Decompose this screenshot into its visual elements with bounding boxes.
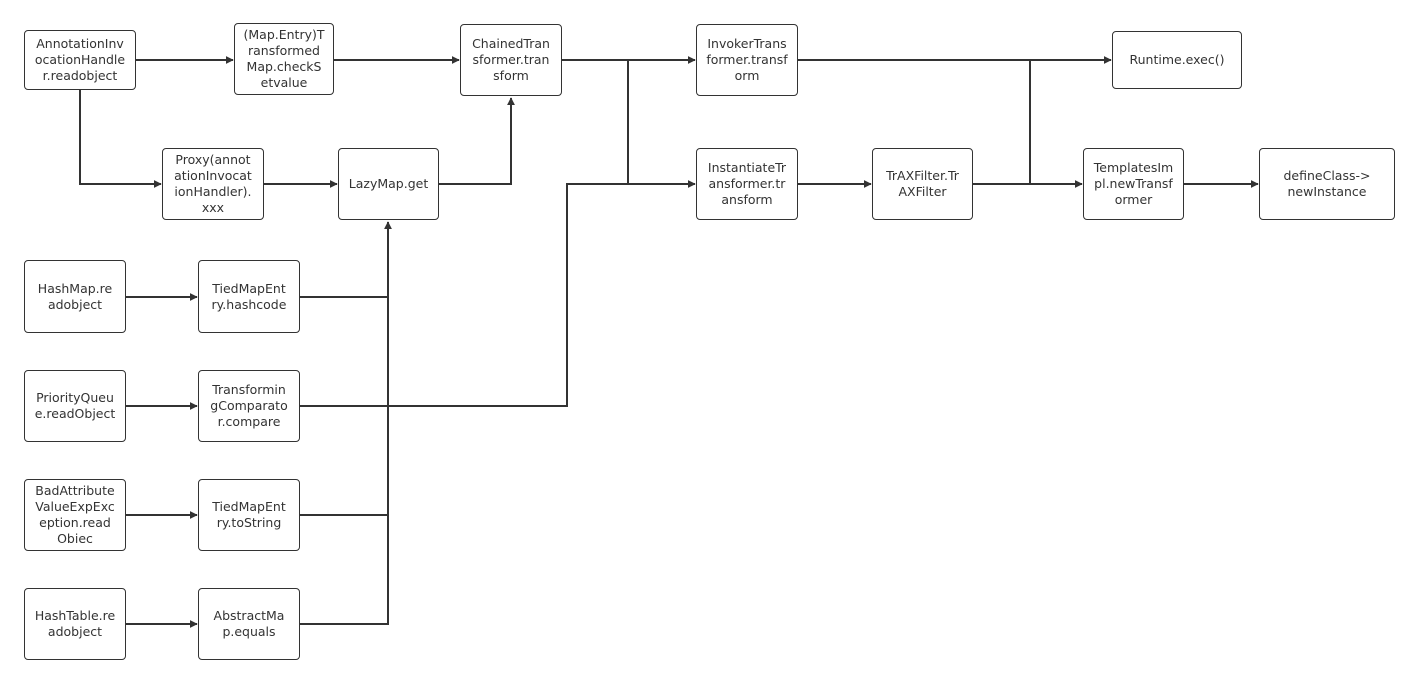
- node-transformed-map-checksetvalue: (Map.Entry)T ransformed Map.checkS etval…: [234, 23, 334, 95]
- node-label: (Map.Entry)T ransformed Map.checkS etval…: [243, 27, 325, 90]
- node-label: HashMap.re adobject: [37, 280, 113, 312]
- edge-lazymap-to-chained: [439, 97, 515, 185]
- node-lazymap-get: LazyMap.get: [338, 148, 439, 220]
- node-defineclass-newinstance: defineClass-> newInstance: [1259, 148, 1395, 220]
- node-chained-transformer: ChainedTran sformer.tran sform: [460, 24, 562, 96]
- node-label: TrAXFilter.Tr AXFilter: [886, 168, 959, 199]
- node-proxy-annotation-handler: Proxy(annot ationInvocat ionHandler). xx…: [162, 148, 264, 220]
- node-invoker-transformer: InvokerTrans former.transf orm: [696, 24, 798, 96]
- node-label: AbstractMa p.equals: [213, 608, 285, 639]
- edge-chained-to-instantiate: [627, 60, 696, 188]
- node-label: BadAttribute ValueExpExc eption.read Obi…: [35, 483, 115, 546]
- edge-comparator-to-instantiate: [300, 183, 628, 407]
- node-label: defineClass-> newInstance: [1283, 168, 1371, 199]
- node-label: AnnotationInv ocationHandle r.readobject: [34, 36, 126, 83]
- node-label: LazyMap.get: [348, 176, 429, 191]
- node-label: HashTable.re adobject: [34, 608, 116, 639]
- node-annotation-invocation-handler: AnnotationInv ocationHandle r.readobject: [24, 30, 136, 90]
- node-tiedmapentry-hashcode: TiedMapEnt ry.hashcode: [198, 260, 300, 333]
- node-abstractmap-equals: AbstractMa p.equals: [198, 588, 300, 660]
- node-label: PriorityQueu e.readObject: [34, 390, 116, 421]
- node-label: TemplatesIm pl.newTransf ormer: [1093, 160, 1174, 207]
- node-hashmap-readobject: HashMap.re adobject: [24, 260, 126, 333]
- node-runtime-exec: Runtime.exec(): [1112, 31, 1242, 89]
- node-tiedmapentry-tostring: TiedMapEnt ry.toString: [198, 479, 300, 551]
- node-badattributevalueexpexception: BadAttribute ValueExpExc eption.read Obi…: [24, 479, 126, 551]
- node-label: Proxy(annot ationInvocat ionHandler). xx…: [174, 152, 252, 215]
- edge-annotation-to-proxy: [79, 90, 162, 188]
- node-label: TiedMapEnt ry.toString: [212, 499, 286, 530]
- node-label: Runtime.exec(): [1129, 52, 1225, 67]
- node-priorityqueue-readobject: PriorityQueu e.readObject: [24, 370, 126, 442]
- node-transforming-comparator: Transformin gComparato r.compare: [198, 370, 300, 442]
- node-label: InvokerTrans former.transf orm: [706, 36, 788, 83]
- node-label: TiedMapEnt ry.hashcode: [211, 280, 287, 312]
- node-templatesimpl-newtransformer: TemplatesIm pl.newTransf ormer: [1083, 148, 1184, 220]
- node-label: InstantiateTr ansformer.tr ansform: [707, 160, 787, 207]
- node-label: Transformin gComparato r.compare: [210, 382, 288, 429]
- node-instantiate-transformer: InstantiateTr ansformer.tr ansform: [696, 148, 798, 220]
- edge-equals-to-lazymap: [300, 221, 392, 625]
- node-hashtable-readobject: HashTable.re adobject: [24, 588, 126, 660]
- node-traxfilter: TrAXFilter.Tr AXFilter: [872, 148, 973, 220]
- node-label: ChainedTran sformer.tran sform: [472, 36, 550, 83]
